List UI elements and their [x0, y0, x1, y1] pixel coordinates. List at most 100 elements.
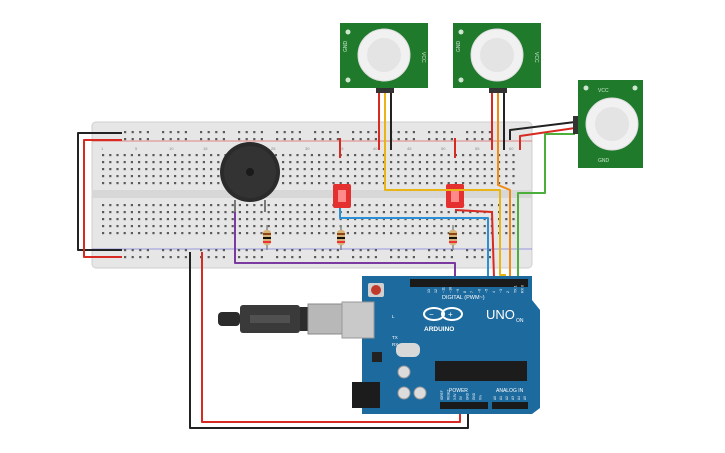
breadboard-hole	[310, 204, 313, 207]
pir-sensor-3[interactable]: VCC GND	[573, 80, 643, 168]
breadboard-hole	[138, 168, 141, 171]
breadboard-hole	[469, 175, 472, 178]
breadboard-hole	[131, 138, 134, 141]
breadboard-hole	[397, 138, 400, 141]
breadboard-hole	[397, 182, 400, 185]
wire-black-rail-left	[77, 132, 122, 251]
breadboard[interactable]: 151015202530354045505560	[91, 121, 533, 269]
breadboard-hole	[260, 138, 263, 141]
board-brand: ARDUINO	[424, 326, 454, 333]
breadboard-hole	[426, 204, 429, 207]
power-pin-label: RESET	[446, 389, 450, 400]
power-pin-label: GND	[466, 392, 470, 400]
breadboard-hole	[367, 131, 370, 134]
breadboard-hole	[462, 175, 465, 178]
board-model: UNO	[486, 307, 515, 322]
breadboard-hole	[274, 211, 277, 214]
breadboard-hole	[418, 225, 421, 228]
breadboard-hole	[217, 161, 220, 164]
breadboard-hole	[123, 182, 126, 185]
breadboard-hole	[443, 256, 446, 259]
breadboard-hole	[512, 182, 515, 185]
breadboard-hole	[174, 232, 177, 235]
breadboard-hole	[217, 232, 220, 235]
breadboard-hole	[346, 232, 349, 235]
breadboard-hole	[418, 218, 421, 221]
breadboard-hole	[367, 256, 370, 259]
wire-sensor3-red	[519, 127, 576, 150]
breadboard-hole	[174, 168, 177, 171]
led-2[interactable]	[446, 184, 464, 208]
breadboard-hole	[346, 225, 349, 228]
breadboard-hole	[390, 182, 393, 185]
breadboard-hole	[238, 211, 241, 214]
breadboard-hole	[289, 218, 292, 221]
breadboard-hole	[152, 204, 155, 207]
analog-pin-label: A5	[523, 396, 527, 400]
piezo-buzzer[interactable]	[220, 142, 280, 212]
breadboard-hole	[382, 161, 385, 164]
breadboard-hole	[404, 175, 407, 178]
breadboard-hole	[435, 256, 438, 259]
breadboard-hole	[354, 225, 357, 228]
breadboard-hole	[181, 218, 184, 221]
wire-sensor3-black	[509, 121, 576, 140]
breadboard-hole	[283, 249, 286, 252]
breadboard-hole	[405, 249, 408, 252]
breadboard-hole	[325, 211, 328, 214]
pir-sensor-1[interactable]: VCC GND	[340, 23, 428, 93]
breadboard-hole	[433, 225, 436, 228]
breadboard-hole	[116, 182, 119, 185]
breadboard-hole	[314, 256, 317, 259]
breadboard-hole	[411, 182, 414, 185]
breadboard-hole	[433, 182, 436, 185]
breadboard-hole	[283, 131, 286, 134]
breadboard-hole	[289, 182, 292, 185]
breadboard-hole	[174, 182, 177, 185]
breadboard-hole	[450, 131, 453, 134]
breadboard-hole	[469, 154, 472, 157]
breadboard-hole	[238, 138, 241, 141]
breadboard-hole	[162, 131, 165, 134]
breadboard-hole	[329, 138, 332, 141]
breadboard-hole	[329, 131, 332, 134]
breadboard-hole	[426, 211, 429, 214]
power-pin-label: Vin	[478, 395, 482, 400]
breadboard-hole	[217, 204, 220, 207]
breadboard-hole	[116, 211, 119, 214]
breadboard-hole	[202, 225, 205, 228]
breadboard-hole	[476, 232, 479, 235]
usb-cable[interactable]	[218, 303, 345, 335]
breadboard-hole	[202, 168, 205, 171]
breadboard-hole	[282, 161, 285, 164]
breadboard-hole	[246, 232, 249, 235]
breadboard-hole	[282, 204, 285, 207]
breadboard-hole	[469, 211, 472, 214]
breadboard-hole	[354, 211, 357, 214]
breadboard-hole	[109, 175, 112, 178]
breadboard-hole	[321, 131, 324, 134]
wires	[77, 92, 576, 429]
breadboard-hole	[454, 168, 457, 171]
breadboard-hole	[354, 168, 357, 171]
breadboard-hole	[181, 232, 184, 235]
power-pin-label: GND	[472, 392, 476, 400]
breadboard-hole	[368, 211, 371, 214]
breadboard-hole	[289, 154, 292, 157]
breadboard-hole	[481, 249, 484, 252]
led-1[interactable]	[333, 184, 351, 208]
resistor-2[interactable]	[337, 225, 345, 250]
breadboard-hole	[382, 182, 385, 185]
breadboard-hole	[382, 225, 385, 228]
pir-sensor-2[interactable]: VCC GND	[453, 23, 541, 93]
breadboard-hole	[231, 225, 234, 228]
breadboard-hole	[195, 175, 198, 178]
breadboard-hole	[512, 175, 515, 178]
breadboard-hole	[418, 154, 421, 157]
breadboard-hole	[217, 225, 220, 228]
resistor-1[interactable]	[263, 225, 271, 250]
breadboard-hole	[169, 249, 172, 252]
resistor-3[interactable]	[449, 225, 457, 250]
breadboard-hole	[267, 218, 270, 221]
